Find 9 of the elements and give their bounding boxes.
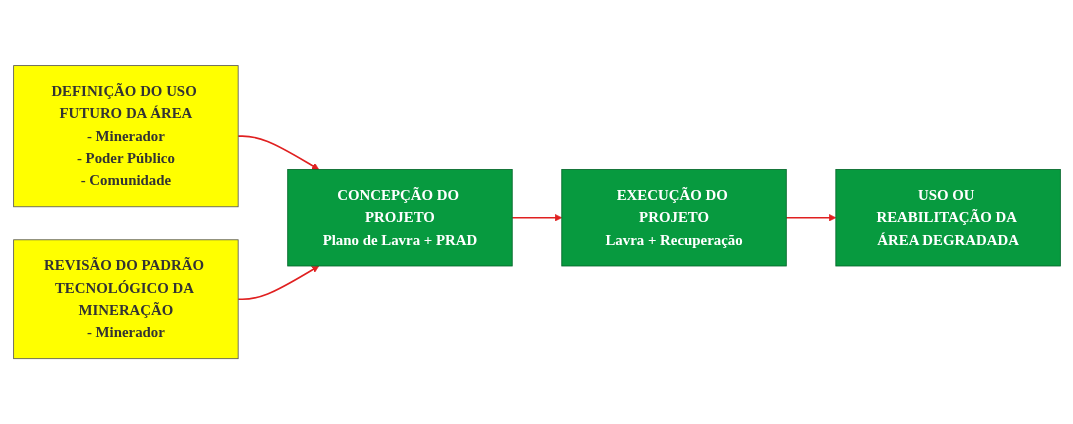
arrow [785, 213, 836, 222]
arrow [236, 135, 319, 170]
node-box: USO OU REABILITAÇÃO DA ÁREA DEGRADADA [834, 168, 1061, 267]
arrow [236, 265, 319, 300]
arrow [510, 213, 562, 222]
node-box: EXECUÇÃO DO PROJETO Lavra + Recuperação [560, 168, 787, 267]
node-box: CONCEPÇÃO DO PROJETO Plano de Lavra + PRAD [286, 168, 513, 267]
node-box: REVISÃO DO PADRÃO TECNOLÓGICO DA MINERAÇÃO - Minerador [12, 239, 239, 359]
node-box: DEFINIÇÃO DO USO FUTURO DA ÁREA - Minerador - Poder Público - Comunidade [12, 65, 239, 208]
